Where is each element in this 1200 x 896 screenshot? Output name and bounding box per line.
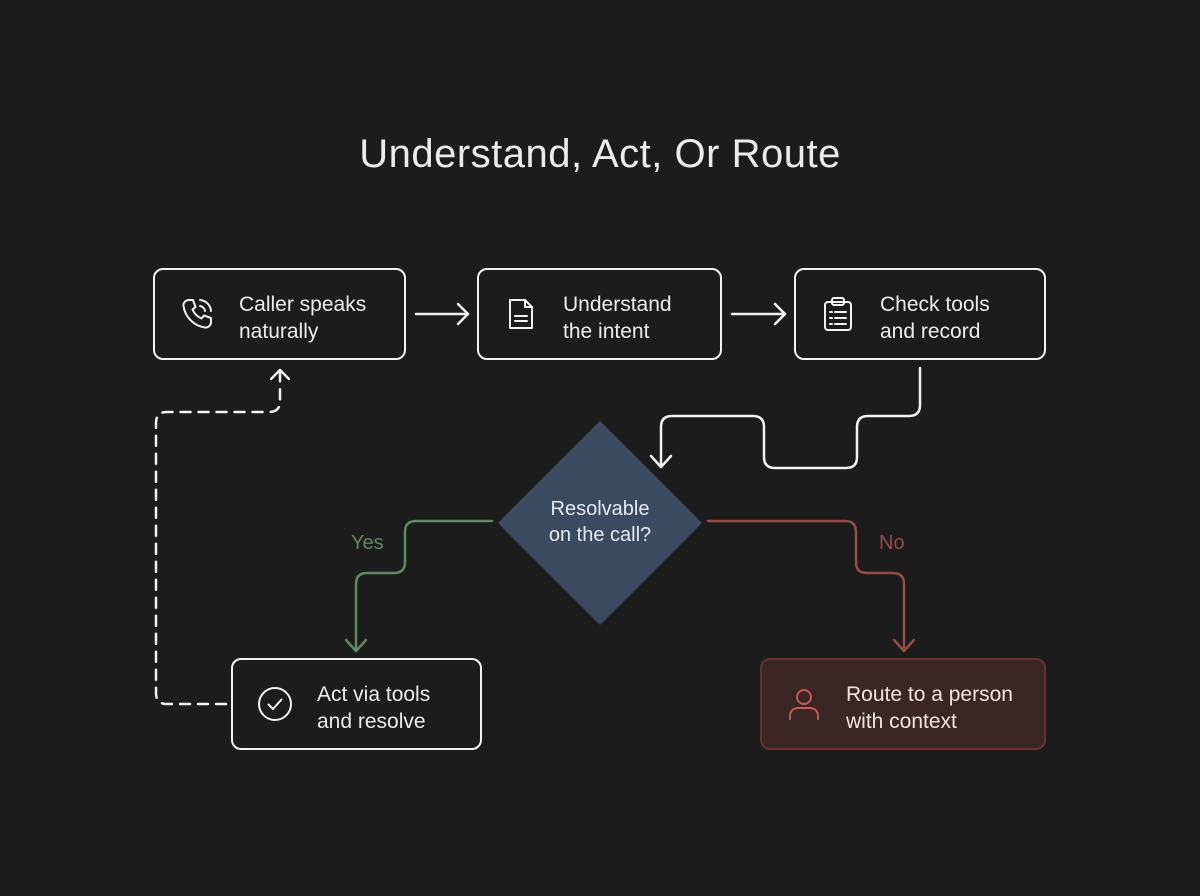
check-tools-label-line1: Check tools xyxy=(880,293,990,316)
caller-label-line2: naturally xyxy=(239,320,319,343)
understand-label-line2: the intent xyxy=(563,320,650,343)
act-node: Act via tools and resolve xyxy=(231,658,482,750)
phone-ringing-icon xyxy=(182,299,212,329)
arrow-understand-to-check xyxy=(730,302,787,326)
caller-node: Caller speaks naturally xyxy=(153,268,406,360)
document-icon xyxy=(509,299,533,329)
no-branch-label: No xyxy=(879,532,905,554)
decision-diamond xyxy=(498,421,702,625)
understand-label: Understand the intent xyxy=(563,291,672,345)
check-tools-label: Check tools and record xyxy=(880,291,990,345)
check-tools-node: Check tools and record xyxy=(794,268,1046,360)
check-tools-label-line2: and record xyxy=(880,320,981,343)
yes-branch-label: Yes xyxy=(351,532,384,554)
route-label: Route to a person with context xyxy=(846,681,1013,735)
act-label: Act via tools and resolve xyxy=(317,681,430,735)
arrow-caller-to-understand xyxy=(414,302,470,326)
decision-label: Resolvable on the call? xyxy=(500,496,700,548)
arrow-check-to-decision xyxy=(649,366,922,470)
arrow-loop-back xyxy=(154,368,291,706)
arrow-yes-branch xyxy=(344,519,494,653)
caller-label-line1: Caller speaks xyxy=(239,293,367,316)
understand-node: Understand the intent xyxy=(477,268,722,360)
understand-label-line1: Understand xyxy=(563,293,672,316)
decision-label-line2: on the call? xyxy=(548,524,652,546)
diagram-title: Understand, Act, Or Route xyxy=(359,132,841,176)
decision-label-line1: Resolvable xyxy=(550,498,650,520)
person-icon xyxy=(789,689,819,720)
route-label-line1: Route to a person xyxy=(846,683,1013,706)
arrow-no-branch xyxy=(706,519,916,653)
act-label-line1: Act via tools xyxy=(317,683,431,706)
clipboard-list-icon xyxy=(824,297,852,331)
route-label-line2: with context xyxy=(846,710,957,733)
caller-label: Caller speaks naturally xyxy=(239,291,366,345)
check-circle-icon xyxy=(258,687,292,721)
act-label-line2: and resolve xyxy=(317,710,426,733)
route-node: Route to a person with context xyxy=(760,658,1046,750)
